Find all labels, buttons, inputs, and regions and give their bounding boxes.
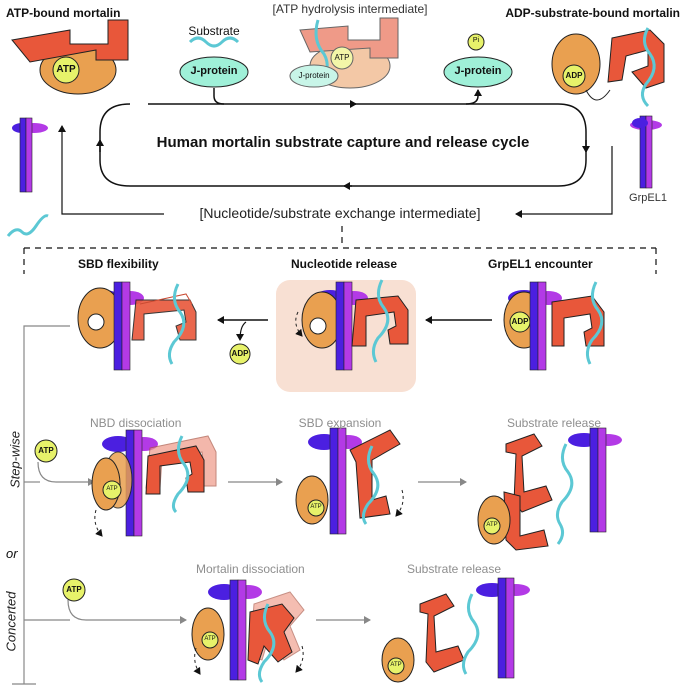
- label-sbd-flexibility: SBD flexibility: [78, 257, 159, 271]
- label-jprotein-left: J-protein: [190, 65, 238, 77]
- cycle-title: Human mortalin substrate capture and rel…: [156, 134, 530, 151]
- adp-released-icon: [229, 343, 251, 365]
- label-sbd-expansion: SBD expansion: [298, 416, 382, 430]
- label-atp-bound-mortalin: ATP-bound mortalin: [6, 6, 121, 20]
- stepwise-atp-arrow: [37, 461, 95, 486]
- adp-out-arrow: [236, 321, 247, 341]
- hydrolysis-intermediate-icon: [289, 17, 399, 89]
- label-atp-nbd: ATP: [106, 486, 118, 492]
- label-atp-top: ATP: [56, 64, 76, 75]
- nbd-dissociation-mortalin-icon: [91, 429, 217, 537]
- label-concerted-atp: ATP: [66, 585, 82, 594]
- sbd-flexibility-mortalin-icon: [77, 281, 197, 371]
- label-nucleotide-release: Nucleotide release: [290, 257, 398, 271]
- label-jprotein-intermediate: J-protein: [298, 71, 330, 80]
- label-jprotein-right: J-protein: [454, 65, 502, 77]
- grpel-to-exchange-arrow: [515, 146, 613, 218]
- grpel1-encounter-mortalin-icon: [503, 281, 605, 371]
- label-atp-release: ATP: [486, 522, 498, 528]
- substrate-squiggle-icon: [188, 36, 240, 48]
- cycle-loop: [96, 88, 590, 190]
- label-concerted: Concerted: [3, 591, 19, 652]
- released-substrate-icon: [6, 214, 49, 237]
- label-atp-concerted-release: ATP: [390, 662, 402, 668]
- label-adp-released: ADP: [231, 349, 249, 358]
- concerted-substrate-release-icon: [381, 577, 530, 683]
- label-exchange-intermediate: [Nucleotide/substrate exchange intermedi…: [199, 205, 481, 221]
- concerted-atp-arrow: [67, 599, 187, 624]
- label-stepwise: Step-wise: [7, 430, 23, 489]
- label-or: or: [6, 546, 18, 561]
- label-adp-encounter: ADP: [511, 317, 529, 326]
- label-atp-sbd: ATP: [310, 504, 322, 510]
- label-concerted-substrate-release: Substrate release: [406, 562, 502, 576]
- adp-substrate-bound-mortalin-icon: [551, 27, 665, 108]
- sbd-expansion-mortalin-icon: [295, 427, 404, 535]
- exchange-to-left-arrow: [58, 125, 164, 215]
- atp-bound-mortalin-icon: [11, 19, 129, 95]
- label-atp-intermediate: ATP: [334, 53, 350, 62]
- label-adp-substrate-bound-mortalin: ADP-substrate-bound mortalin: [505, 6, 680, 20]
- grpel1-left-icon: [12, 117, 48, 193]
- stepwise-substrate-release-icon: [477, 427, 622, 551]
- concerted-atp-icon: [62, 578, 86, 602]
- label-adp-top: ADP: [565, 71, 583, 80]
- left-rail: [12, 325, 70, 685]
- label-substrate: Substrate: [188, 24, 240, 38]
- jprotein-left-icon: [179, 56, 249, 88]
- mortalin-dissociation-icon: [191, 579, 305, 683]
- nucleotide-release-mortalin-icon: [295, 279, 409, 371]
- grpel1-right-icon: [630, 115, 662, 189]
- stepwise-atp-icon: [34, 439, 58, 463]
- label-pi: Pi: [472, 37, 480, 44]
- label-grpel1: GrpEL1: [629, 192, 667, 204]
- label-nbd-dissociation: NBD dissociation: [90, 416, 182, 430]
- dashed-bracket: [23, 226, 657, 274]
- jprotein-right-icon: [443, 56, 513, 88]
- label-atp-hydrolysis-intermediate: [ATP hydrolysis intermediate]: [272, 2, 428, 16]
- label-stepwise-atp: ATP: [38, 446, 54, 455]
- label-mortalin-dissociation: Mortalin dissociation: [196, 562, 305, 576]
- pi-icon: [467, 33, 485, 51]
- label-grpel1-encounter: GrpEL1 encounter: [488, 257, 593, 271]
- label-atp-dissociation: ATP: [204, 636, 216, 642]
- label-stepwise-substrate-release: Substrate release: [506, 416, 602, 430]
